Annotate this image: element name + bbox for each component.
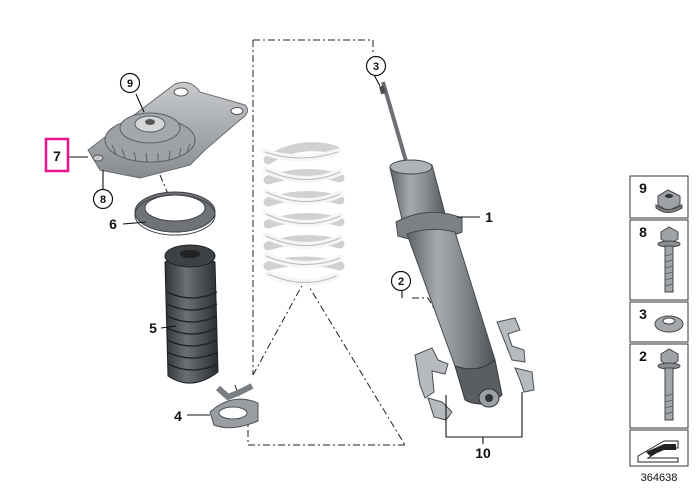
diagram-reference-number: 364638	[641, 472, 678, 484]
callout-7[interactable]: 7	[53, 148, 61, 164]
clip-set[interactable]	[414, 317, 535, 421]
callout-8: 8	[100, 194, 106, 206]
callout-10[interactable]: 10	[475, 445, 491, 461]
direction-arrow-icon	[637, 440, 679, 463]
protective-boot[interactable]	[164, 244, 219, 384]
callout-3-circle[interactable]: 3	[365, 55, 387, 77]
nut-icon	[655, 189, 683, 213]
legend-number-washer: 3	[639, 306, 647, 322]
legend-number-nut: 9	[639, 180, 647, 196]
shock-absorber[interactable]	[378, 81, 503, 408]
callout-9-circle[interactable]: 9	[119, 72, 141, 94]
bolt-icon	[657, 226, 681, 293]
callout-1[interactable]: 1	[485, 209, 493, 225]
leader-lines	[69, 72, 523, 444]
callout-9: 9	[127, 78, 133, 90]
highlight-box	[44, 137, 70, 173]
ring-seat[interactable]	[134, 191, 216, 236]
washer-icon	[654, 315, 684, 333]
callout-3: 3	[373, 61, 379, 73]
callout-6[interactable]: 6	[109, 216, 117, 232]
coil-spring[interactable]	[261, 142, 345, 287]
top-mount[interactable]	[87, 81, 249, 179]
legend-number-hex-bolt: 2	[639, 348, 647, 364]
legend-number-bolt: 8	[639, 224, 647, 240]
hex-bolt-icon	[657, 348, 681, 421]
callout-8-circle[interactable]: 8	[92, 188, 114, 210]
callout-5[interactable]: 5	[149, 320, 157, 336]
callout-2-circle[interactable]: 2	[390, 270, 412, 292]
callout-4[interactable]: 4	[174, 408, 182, 424]
hardware-legend: 9 8 3 2	[629, 175, 689, 467]
lower-spring-seat[interactable]	[209, 383, 259, 429]
callout-2: 2	[398, 276, 404, 288]
